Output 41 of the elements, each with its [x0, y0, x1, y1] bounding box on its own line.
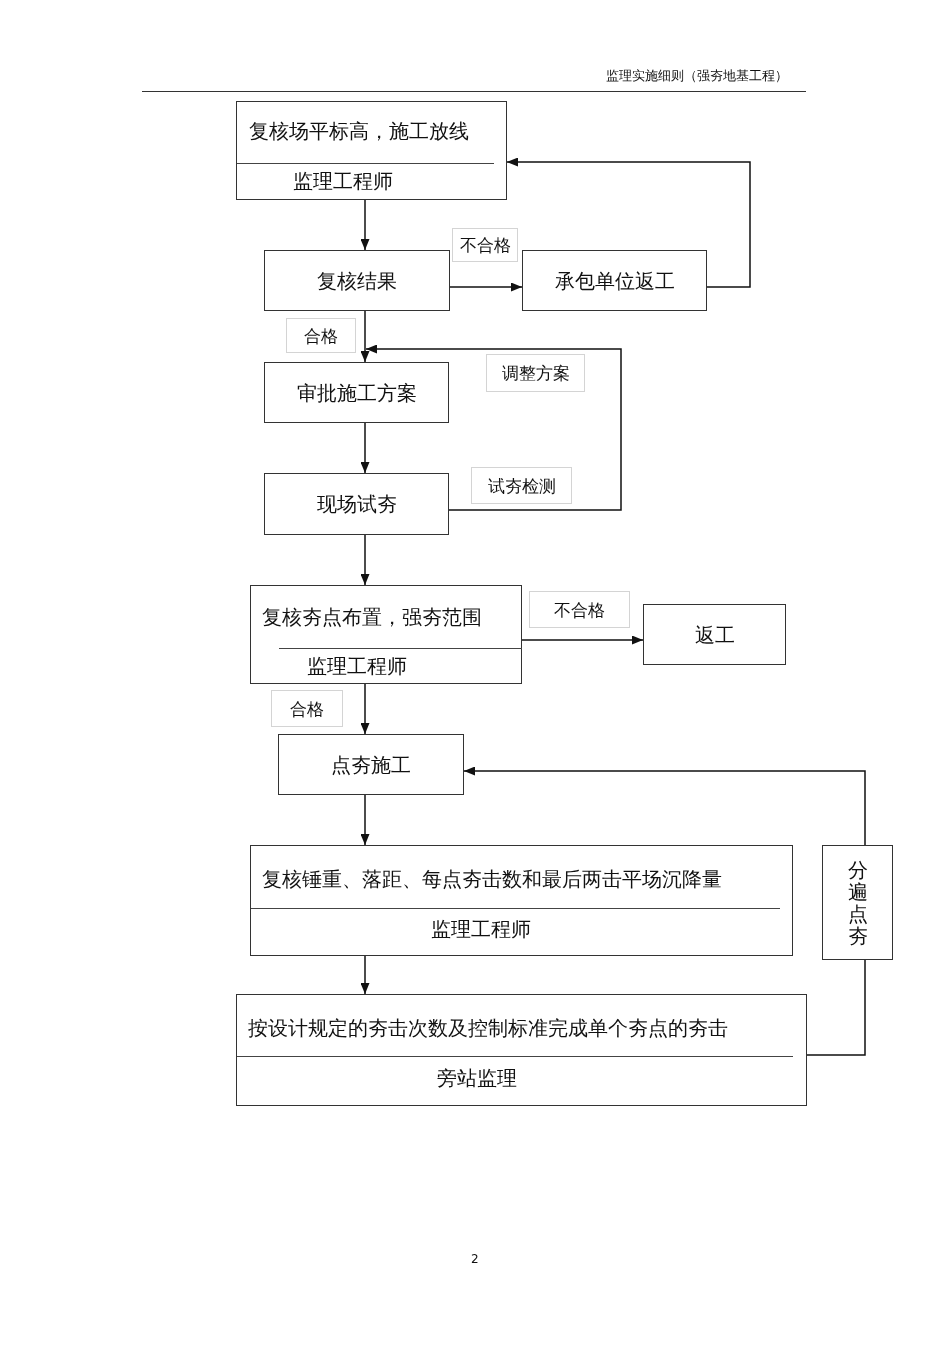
- process-box: 审批施工方案: [264, 362, 449, 423]
- arrow: [521, 635, 644, 645]
- edge-label: 合格: [286, 318, 356, 353]
- role-text: 监理工程师: [293, 169, 393, 193]
- step-text: 按设计规定的夯击次数及控制标准完成单个夯点的夯击: [248, 1016, 728, 1040]
- step-text: 复核夯点布置，强夯范围: [262, 605, 482, 629]
- arrow: [506, 157, 751, 288]
- arrow: [360, 794, 370, 846]
- arrow: [360, 955, 370, 995]
- role-text: 监理工程师: [431, 917, 531, 941]
- edge-label: 不合格: [529, 591, 630, 628]
- arrow: [360, 199, 370, 251]
- arrow: [360, 310, 370, 363]
- process-box: [822, 845, 893, 960]
- role-text: 旁站监理: [437, 1066, 517, 1090]
- arrow: [365, 344, 622, 511]
- process-box: 点夯施工: [278, 734, 464, 795]
- step-text: 复核锤重、落距、每点夯击数和最后两击平场沉降量: [262, 867, 722, 891]
- process-box: [236, 101, 507, 200]
- edge-label: 合格: [271, 690, 343, 727]
- arrow: [360, 534, 370, 586]
- process-box: 复核结果: [264, 250, 450, 311]
- process-box: 承包单位返工: [522, 250, 707, 311]
- role-text: 监理工程师: [307, 654, 407, 678]
- process-box: [250, 585, 522, 684]
- process-box: 返工: [643, 604, 786, 665]
- process-box: [250, 845, 793, 956]
- edge-label: 不合格: [452, 228, 518, 262]
- note-label: 调整方案: [486, 354, 585, 392]
- header-title: 监理实施细则（强夯地基工程）: [606, 68, 788, 84]
- page-number: 2: [471, 1252, 479, 1267]
- arrow: [360, 422, 370, 474]
- step-text: 分遍点夯: [846, 858, 869, 947]
- process-box: [236, 994, 807, 1106]
- step-text: 复核场平标高，施工放线: [249, 119, 469, 143]
- arrow: [360, 683, 370, 735]
- process-box: 现场试夯: [264, 473, 449, 535]
- arrow: [463, 766, 866, 846]
- edge-label: 试夯检测: [471, 467, 572, 504]
- connector-line: [806, 959, 866, 1056]
- arrow: [449, 282, 523, 292]
